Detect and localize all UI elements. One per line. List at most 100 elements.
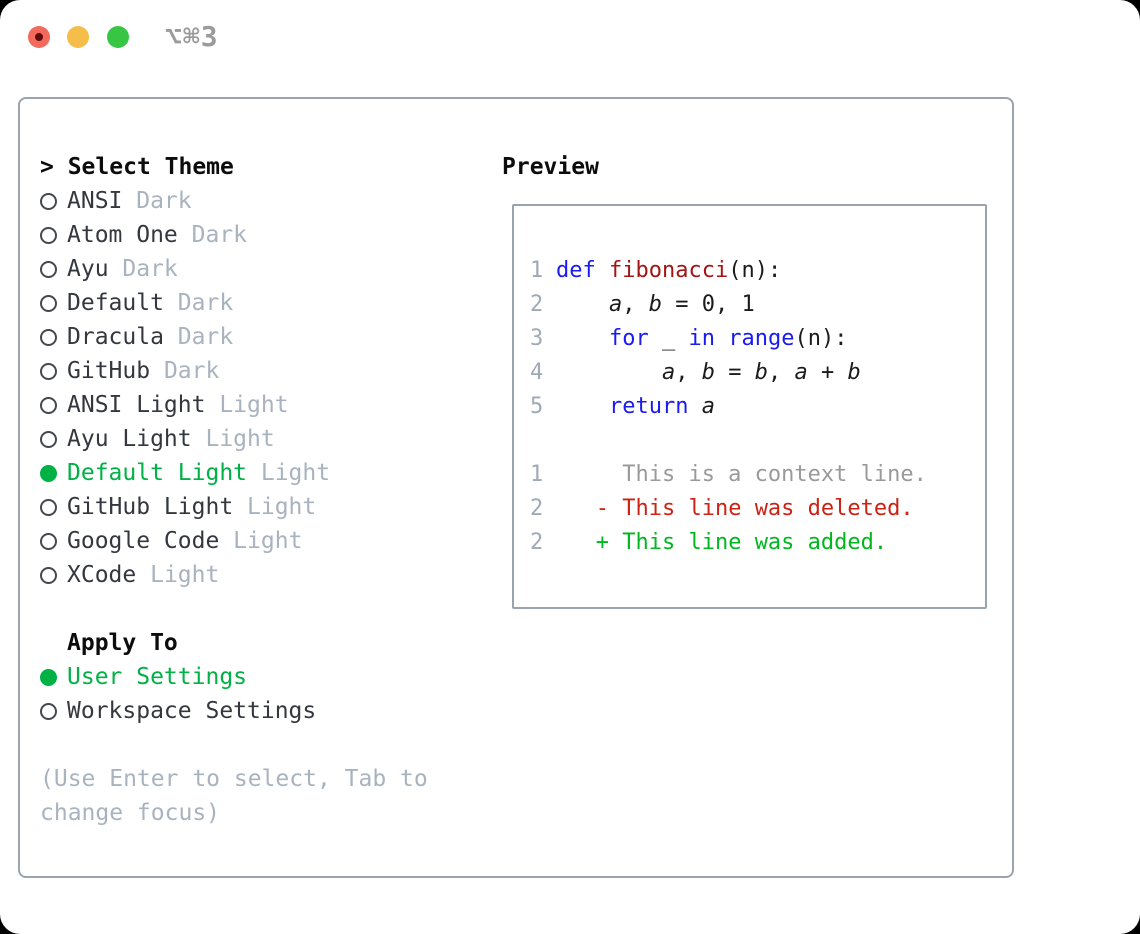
theme-option-github[interactable]: GitHub Dark xyxy=(40,354,428,388)
theme-variant: Dark xyxy=(163,324,234,350)
radio-unselected-icon xyxy=(40,226,57,244)
radio-selected-icon xyxy=(40,464,57,482)
theme-option-ansi[interactable]: ANSI Dark xyxy=(40,184,428,218)
theme-option-github-light[interactable]: GitHub Light Light xyxy=(40,490,428,524)
radio-unselected-icon xyxy=(40,396,57,414)
code-token: fibonacci xyxy=(609,258,729,283)
code-line: 2 a, b = 0, 1 xyxy=(530,288,985,322)
radio-unselected-icon xyxy=(40,328,57,346)
radio-unselected-icon xyxy=(40,430,57,448)
theme-option-ayu-light[interactable]: Ayu Light Light xyxy=(40,422,428,456)
apply-option-label: Workspace Settings xyxy=(67,698,317,724)
radio-unselected-icon xyxy=(40,294,57,312)
code-token: + This line was added. xyxy=(595,530,888,555)
theme-option-xcode[interactable]: XCode Light xyxy=(40,558,428,592)
theme-option-dracula[interactable]: Dracula Dark xyxy=(40,320,428,354)
theme-name: Default Light xyxy=(67,460,248,486)
code-token xyxy=(556,530,596,555)
theme-variant: Dark xyxy=(108,256,178,282)
theme-option-default[interactable]: Default Dark xyxy=(40,286,428,320)
select-theme-title: > Select Theme xyxy=(40,150,428,184)
apply-option-workspace-settings[interactable]: Workspace Settings xyxy=(40,694,428,728)
close-button[interactable] xyxy=(28,26,50,48)
code-line: 1 This is a context line. xyxy=(530,458,985,492)
theme-name: GitHub xyxy=(67,358,151,384)
theme-name: XCode xyxy=(67,562,137,588)
code-line: 2 + This line was added. xyxy=(530,526,985,560)
code-token xyxy=(556,360,662,385)
zoom-button[interactable] xyxy=(107,26,129,48)
line-number: 1 xyxy=(530,258,544,283)
hint-text-line-2: change focus) xyxy=(40,800,221,826)
code-token xyxy=(556,292,609,317)
code-token xyxy=(715,326,728,351)
code-token: for xyxy=(608,326,649,351)
code-token: This is a context line. xyxy=(556,462,927,487)
radio-unselected-icon xyxy=(40,498,57,516)
code-token: range xyxy=(728,326,795,351)
theme-option-ansi-light[interactable]: ANSI Light Light xyxy=(40,388,428,422)
radio-unselected-icon xyxy=(40,362,57,380)
theme-name: Atom One xyxy=(67,222,178,248)
code-token: - This line was deleted. xyxy=(595,496,914,521)
code-line: 5 return a xyxy=(530,390,985,424)
line-number: 4 xyxy=(530,360,544,385)
theme-option-ayu[interactable]: Ayu Dark xyxy=(40,252,428,286)
code-token: , xyxy=(675,360,702,385)
line-number: 2 xyxy=(530,530,544,555)
apply-option-user-settings[interactable]: User Settings xyxy=(40,660,428,694)
prompt-caret: > xyxy=(40,154,68,180)
code-token: , xyxy=(622,292,649,317)
code-line: 4 a, b = b, a + b xyxy=(530,356,985,390)
theme-option-default-light[interactable]: Default Light Light xyxy=(40,456,428,490)
select-theme-title-label: Select Theme xyxy=(67,154,234,180)
code-token xyxy=(556,496,596,521)
code-token xyxy=(688,394,701,419)
theme-option-atom-one[interactable]: Atom One Dark xyxy=(40,218,428,252)
minimize-button[interactable] xyxy=(67,26,89,48)
preview-title: Preview xyxy=(502,154,599,180)
line-number: 5 xyxy=(530,394,544,419)
radio-unselected-icon xyxy=(40,192,57,210)
code-token: in xyxy=(688,326,715,351)
code-token: , xyxy=(767,360,795,385)
theme-name: Google Code xyxy=(67,528,220,554)
line-number: 1 xyxy=(530,462,544,487)
code-token: = xyxy=(714,360,755,385)
code-token xyxy=(556,394,609,419)
code-line: 3 for _ in range(n): xyxy=(530,322,985,356)
spacer-row xyxy=(40,592,428,626)
code-token: b xyxy=(648,292,662,317)
code-token: + xyxy=(807,360,848,385)
code-token: b xyxy=(754,360,768,385)
code-token: b xyxy=(701,360,715,385)
code-token: b xyxy=(847,360,861,385)
code-token: (n): xyxy=(728,258,782,283)
close-dot-icon xyxy=(35,33,43,41)
radio-unselected-icon xyxy=(40,566,57,584)
code-line: 2 - This line was deleted. xyxy=(530,492,985,526)
theme-name: GitHub Light xyxy=(67,494,234,520)
theme-variant: Dark xyxy=(122,188,192,214)
code-token: _ xyxy=(648,326,689,351)
theme-name: ANSI xyxy=(67,188,123,214)
window-shortcut-label: ⌥⌘3 xyxy=(165,20,219,53)
theme-variant: Light xyxy=(247,460,331,486)
apply-to-title: Apply To xyxy=(67,630,178,656)
code-line xyxy=(530,424,985,458)
theme-variant: Light xyxy=(233,494,317,520)
code-token: a xyxy=(701,394,715,419)
theme-variant: Dark xyxy=(163,290,234,316)
theme-variant: Light xyxy=(136,562,220,588)
theme-option-google-code[interactable]: Google Code Light xyxy=(40,524,428,558)
code-token xyxy=(556,326,609,351)
code-token xyxy=(596,258,609,283)
